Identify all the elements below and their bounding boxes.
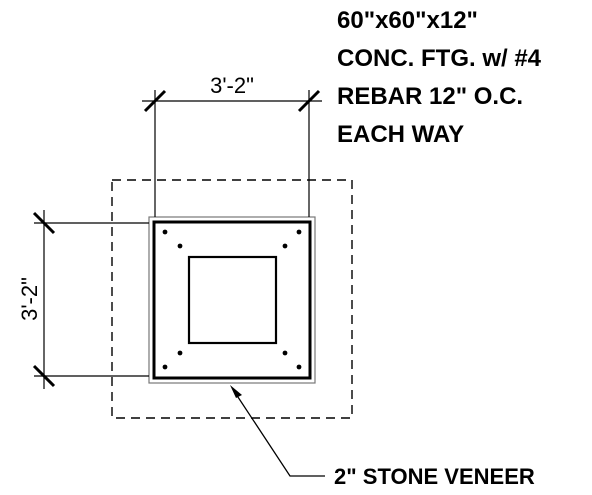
dim-tick-top [32, 211, 56, 235]
dim-text-vertical: 3'-2" [17, 277, 42, 321]
footing-note-line-3: REBAR 12" O.C. [337, 83, 523, 110]
footing-outline-dashed [111, 179, 353, 419]
dim-text-horizontal: 3'-2" [210, 73, 254, 98]
stone-veneer-outline [148, 216, 316, 384]
leader-line [233, 390, 325, 477]
rebar-dot [282, 350, 288, 356]
footing-note-line-1: 60"x60"x12" [337, 7, 478, 34]
dim-tick-left [143, 89, 167, 113]
footing-note-line-4: EACH WAY [337, 121, 464, 148]
rebar-dot [177, 243, 183, 249]
vertical-dimension: 3'-2" [17, 210, 149, 389]
leader-arrowhead [230, 385, 242, 398]
rebar-dot [282, 243, 288, 249]
dim-tick-right [297, 89, 321, 113]
callout-label: 2" STONE VENEER [334, 464, 535, 489]
stone-veneer-callout: 2" STONE VENEER [230, 385, 535, 489]
column-inner-opening [187, 255, 278, 345]
rebar-dot [162, 364, 168, 370]
rebar-dot [296, 229, 302, 235]
rebar-dot [177, 350, 183, 356]
rebar-dot [296, 364, 302, 370]
column-outer [152, 220, 312, 380]
horizontal-dimension: 3'-2" [142, 73, 322, 217]
footing-note-line-2: CONC. FTG. w/ #4 [337, 45, 542, 72]
dim-tick-bottom [32, 364, 56, 388]
footing-note: 60"x60"x12" CONC. FTG. w/ #4 REBAR 12" O… [337, 7, 542, 148]
rebar-dot [162, 229, 168, 235]
rebar-dots [162, 229, 302, 370]
